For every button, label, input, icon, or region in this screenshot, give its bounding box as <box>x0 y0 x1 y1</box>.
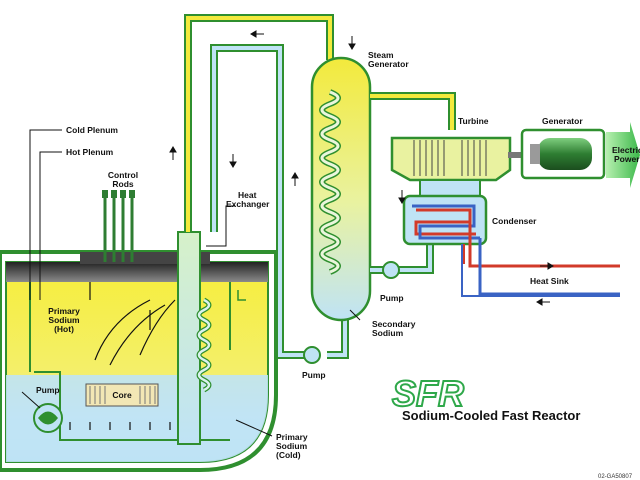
heat-exchanger-label-2: Exchanger <box>226 199 270 209</box>
condenser-label: Condenser <box>492 216 537 226</box>
cold-plenum-label: Cold Plenum <box>66 125 118 135</box>
secondary-sodium-label-1: Secondary <box>372 319 416 329</box>
reactor-vessel <box>0 250 278 472</box>
primary-sodium-hot-label-3: (Hot) <box>54 324 74 334</box>
electrical-power-label-1: Electrical <box>612 145 640 155</box>
steam-generator-label-1: Steam <box>368 50 394 60</box>
turbine <box>390 136 532 182</box>
heat-sink-pipes <box>461 222 620 297</box>
reactor-core: Core <box>85 383 159 407</box>
turbine-label: Turbine <box>458 116 489 126</box>
steam-generator-label-2: Generator <box>368 59 409 69</box>
figure-id: 02-GA50807 <box>598 474 633 480</box>
control-rods-label-2: Rods <box>112 179 134 189</box>
heat-sink-label: Heat Sink <box>530 276 569 286</box>
generator <box>520 128 606 180</box>
pump-label-condensate: Pump <box>380 293 404 303</box>
control-rods-label-1: Control <box>108 170 138 180</box>
pump-label-secondary: Pump <box>302 370 326 380</box>
primary-sodium-cold-label-3: (Cold) <box>276 450 301 460</box>
secondary-sodium-label-2: Sodium <box>372 328 404 338</box>
secondary-pump <box>303 346 321 364</box>
electrical-power-arrow <box>606 122 640 188</box>
steam-generator <box>310 56 372 322</box>
control-rods <box>103 192 134 262</box>
sfr-logo: SFR <box>392 373 464 414</box>
diagram-title: Sodium-Cooled Fast Reactor <box>402 408 580 423</box>
electrical-power-label-2: Power <box>614 154 640 164</box>
secondary-loop <box>184 14 349 359</box>
condenser <box>402 179 488 246</box>
heat-exchanger-label-1: Heat <box>238 190 257 200</box>
primary-pump <box>33 403 63 433</box>
pump-label-primary: Pump <box>36 385 60 395</box>
primary-sodium-hot-label-2: Sodium <box>48 315 80 325</box>
generator-label: Generator <box>542 116 583 126</box>
hot-plenum-label: Hot Plenum <box>66 147 114 157</box>
core-label: Core <box>112 390 132 400</box>
condensate-pump <box>382 261 400 279</box>
primary-sodium-hot-label-1: Primary <box>48 306 80 316</box>
intermediate-heat-exchanger <box>177 231 212 445</box>
primary-sodium-cold-label-2: Sodium <box>276 441 308 451</box>
flow-arrows <box>69 282 176 430</box>
loop-arrows <box>169 30 554 306</box>
leader-lines <box>21 129 361 437</box>
primary-sodium-cold-label-1: Primary <box>276 432 308 442</box>
